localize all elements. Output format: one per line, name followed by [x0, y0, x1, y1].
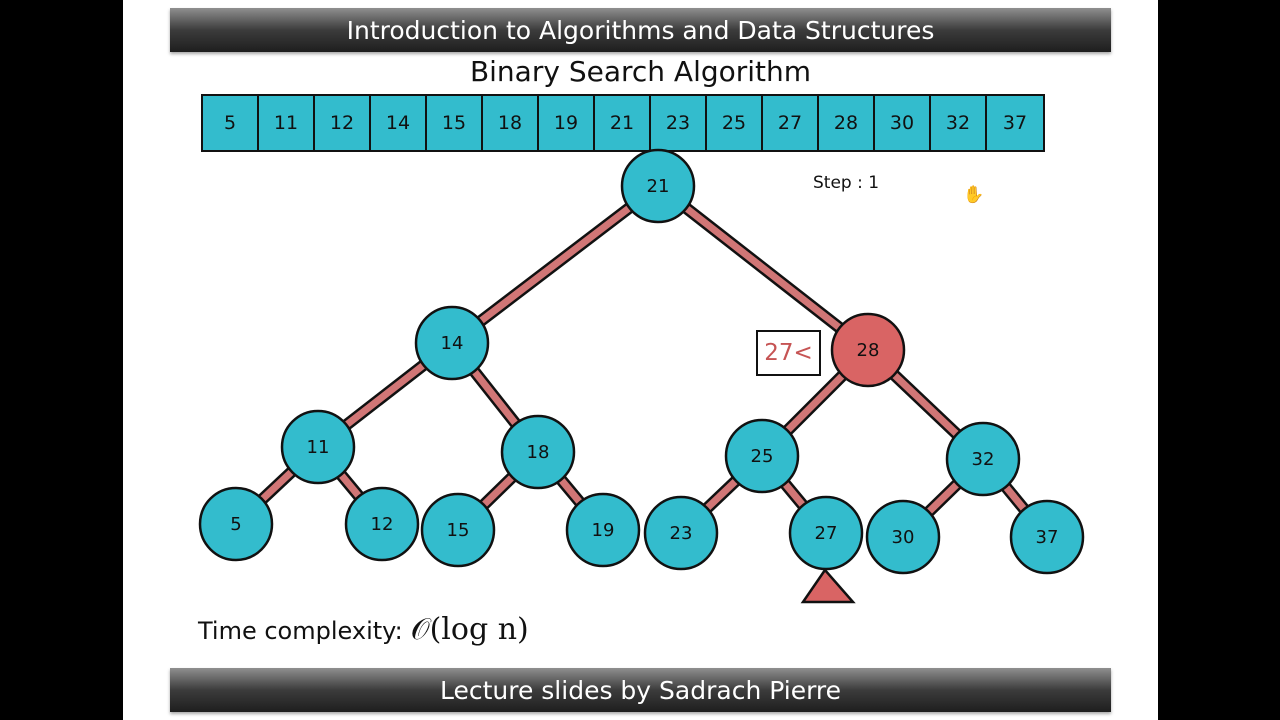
array-cell: 12	[315, 96, 371, 150]
array-cell: 25	[707, 96, 763, 150]
credit-bar: Lecture slides by Sadrach Pierre	[170, 668, 1111, 712]
tree-node-label: 12	[371, 514, 394, 535]
tree-node-circle	[420, 492, 496, 568]
array-cell: 37	[987, 96, 1043, 150]
array-cell: 19	[539, 96, 595, 150]
tree-node-label: 23	[670, 523, 693, 544]
tree-node-circle	[198, 486, 274, 562]
tree-node-label: 25	[751, 446, 774, 467]
tree-node-label: 21	[647, 176, 670, 197]
tree-node: 14	[414, 305, 490, 381]
hand-cursor-icon: ✋	[963, 185, 985, 205]
comparison-label: 27<	[764, 340, 813, 366]
array-cell: 23	[651, 96, 707, 150]
tree-node-circle	[643, 495, 719, 571]
tree-node: 18	[500, 414, 576, 490]
tree-node-circle	[788, 495, 864, 571]
tree-node-circle	[1009, 499, 1085, 575]
array-cell: 14	[371, 96, 427, 150]
tree-node: 19	[565, 492, 641, 568]
tree-node-label: 18	[527, 442, 550, 463]
tree-node: 21	[620, 148, 696, 224]
array-cell: 11	[259, 96, 315, 150]
tree-node: 37	[1009, 499, 1085, 575]
tree-node-label: 28	[857, 340, 880, 361]
array-cell: 5	[203, 96, 259, 150]
time-complexity: Time complexity: 𝒪(log n)	[198, 612, 529, 647]
tree-node-label: 15	[447, 520, 470, 541]
lecture-credit: Lecture slides by Sadrach Pierre	[439, 675, 842, 705]
tree-node: 23	[643, 495, 719, 571]
tree-edge	[449, 183, 661, 346]
slide: Introduction to Algorithms and Data Stru…	[123, 0, 1158, 720]
array-cell: 21	[595, 96, 651, 150]
array-cell: 18	[483, 96, 539, 150]
tree-edge	[655, 183, 871, 353]
array-cell: 15	[427, 96, 483, 150]
tree-node-circle	[865, 499, 941, 575]
tree-node-label: 27	[815, 523, 838, 544]
complexity-formula: 𝒪(log n)	[410, 612, 529, 647]
tree-node-label: 14	[441, 333, 464, 354]
array-cell: 32	[931, 96, 987, 150]
tree-node: 32	[945, 421, 1021, 497]
tree-node: 15	[420, 492, 496, 568]
tree-node: 5	[198, 486, 274, 562]
tree-node-label: 30	[892, 527, 915, 548]
tree-node-label: 32	[972, 449, 995, 470]
comparison-box: 27<	[756, 330, 821, 376]
tree-node-label: 5	[230, 514, 241, 535]
tree-node-label: 37	[1036, 527, 1059, 548]
complexity-label: Time complexity:	[198, 617, 403, 645]
tree-node-circle	[945, 421, 1021, 497]
tree-node-label: 11	[307, 437, 330, 458]
tree-node-circle	[280, 409, 356, 485]
array-cell: 28	[819, 96, 875, 150]
tree-node: 27	[788, 495, 864, 571]
target-pointer-triangle	[800, 567, 856, 604]
slide-title: Binary Search Algorithm	[469, 55, 812, 88]
tree-node-circle	[500, 414, 576, 490]
tree-node-label: 19	[592, 520, 615, 541]
tree-node: 12	[344, 486, 420, 562]
tree-node-circle	[724, 418, 800, 494]
tree-node: 30	[865, 499, 941, 575]
array-cell: 27	[763, 96, 819, 150]
tree-node-circle	[830, 312, 906, 388]
tree-node: 28	[830, 312, 906, 388]
binary-search-tree: 21 14 28 11 18 25 32 5 12 15 19 23 27 30 37	[198, 148, 1085, 604]
tree-node-circle	[344, 486, 420, 562]
tree-node-circle	[620, 148, 696, 224]
tree-node: 25	[724, 418, 800, 494]
tree-node-circle	[414, 305, 490, 381]
step-label: Step : 1	[813, 173, 880, 193]
course-title: Introduction to Algorithms and Data Stru…	[346, 15, 935, 45]
array-cell: 30	[875, 96, 931, 150]
tree-node-circle	[565, 492, 641, 568]
tree-node: 11	[280, 409, 356, 485]
course-title-bar: Introduction to Algorithms and Data Stru…	[170, 8, 1111, 52]
